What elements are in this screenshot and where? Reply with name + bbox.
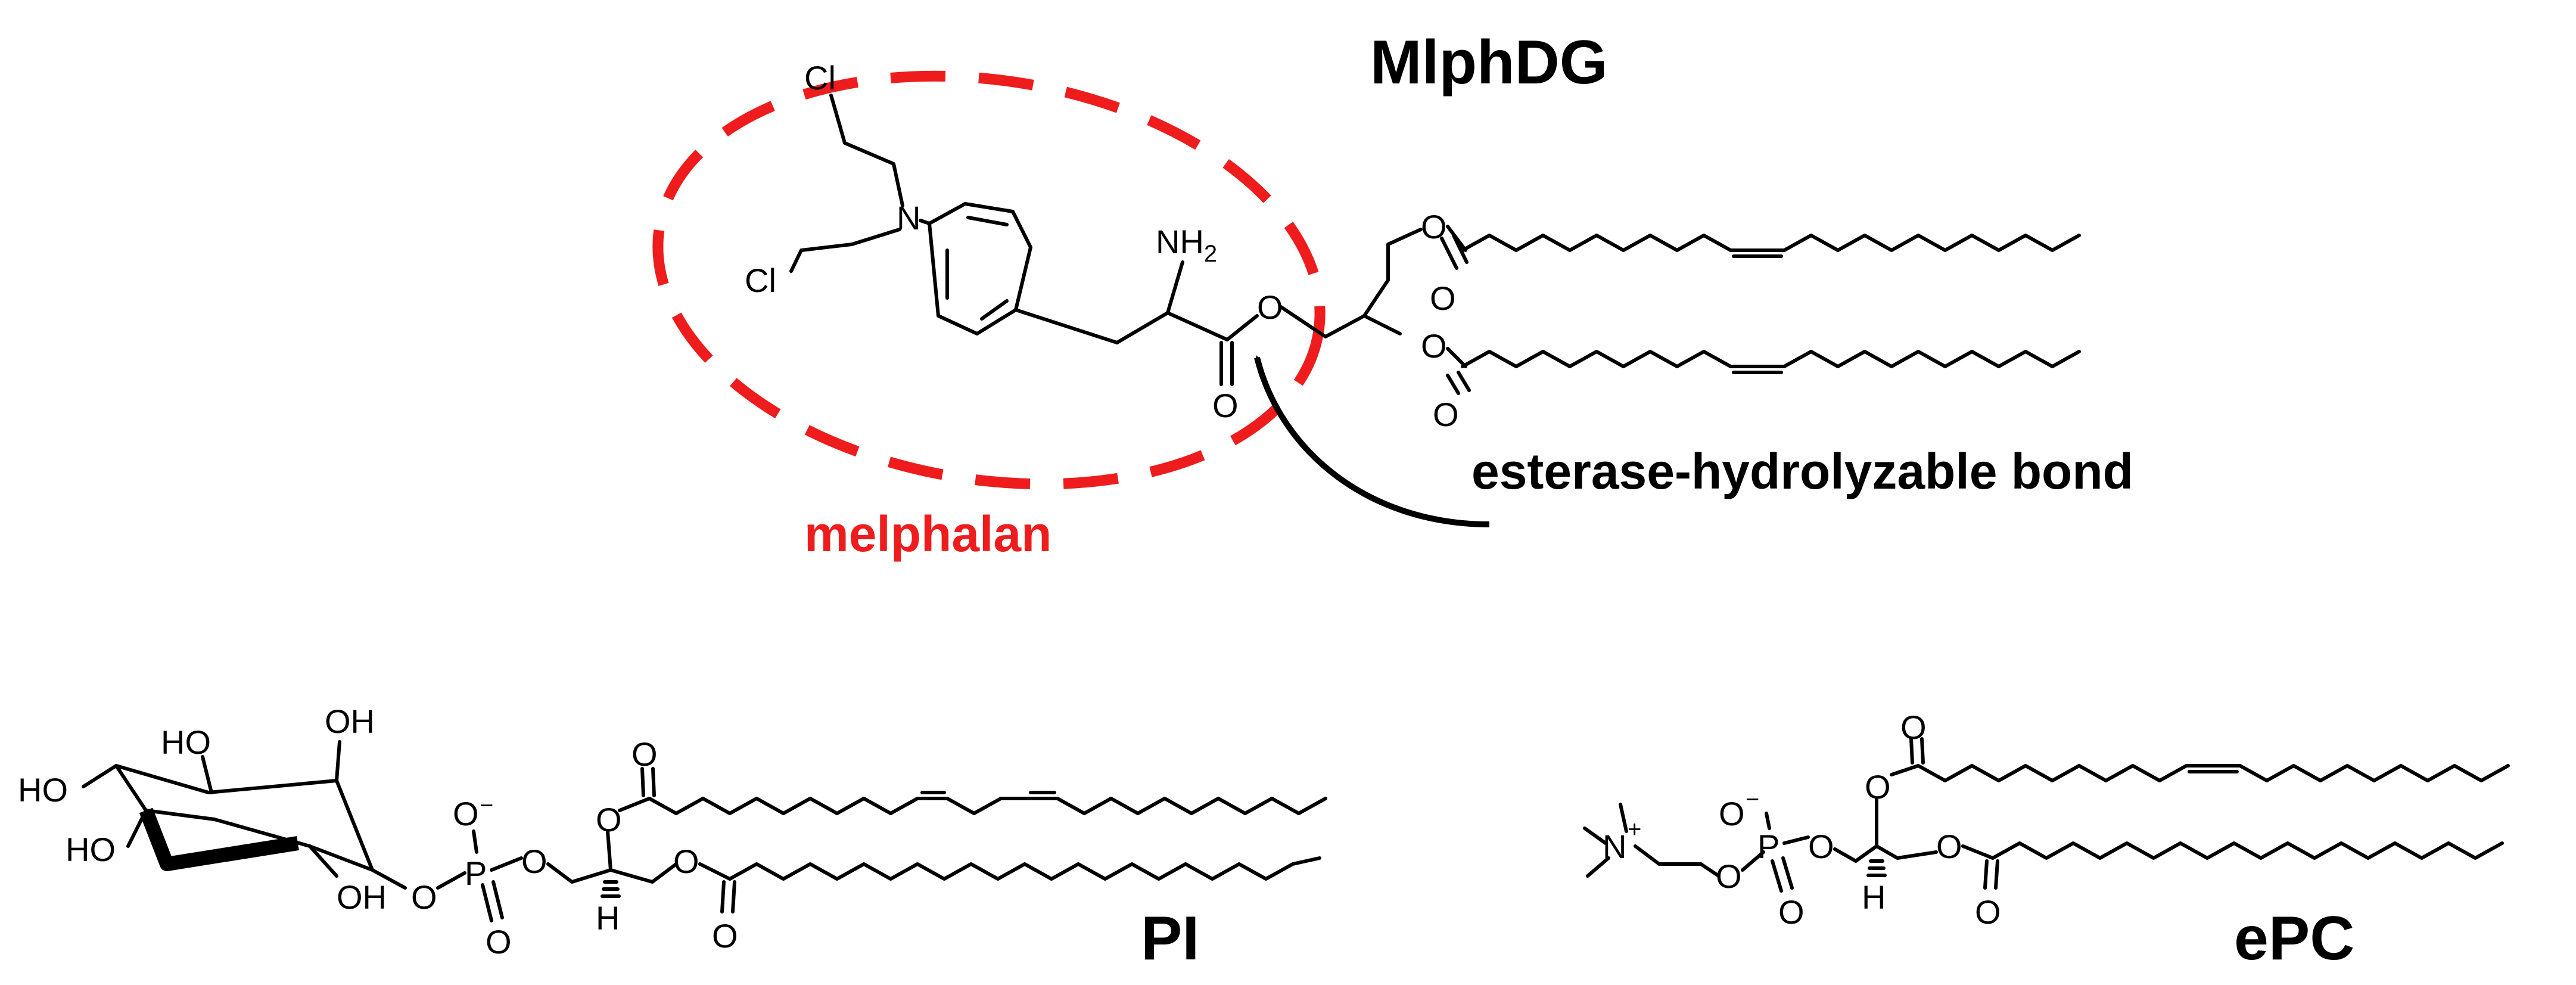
pi-glycerol-h-hash bbox=[601, 880, 621, 898]
pi-o-p-bond bbox=[436, 871, 466, 890]
pi-sn2-carbonyl-bond bbox=[618, 767, 656, 812]
epc-minus-charge: − bbox=[1746, 787, 1759, 813]
pi-oh-low-label: OH bbox=[337, 878, 387, 916]
pi-glycerol-up-bond bbox=[606, 829, 612, 872]
alpha-carbon-wedge bbox=[1166, 260, 1184, 315]
chloroethyl-upper-bond bbox=[829, 94, 904, 207]
pi-minus-charge: − bbox=[480, 793, 493, 819]
carbonyl-o-label: O bbox=[1212, 387, 1239, 424]
inositol-ring bbox=[114, 764, 374, 872]
epc-glycerol-backbone bbox=[1833, 844, 1938, 863]
nh2-label: NH2 bbox=[1156, 223, 1217, 267]
pi-sn1-carbonyl-o-label: O bbox=[712, 917, 738, 955]
epc-sn1-o-label: O bbox=[1936, 828, 1962, 865]
pi-link-o-label: O bbox=[411, 878, 437, 916]
inositol-substituent-bonds bbox=[82, 740, 407, 890]
epc-p-dbl-o-label: O bbox=[1778, 893, 1805, 931]
pi-sn2-carbonyl-o-label: O bbox=[631, 735, 658, 773]
melphalan-label: melphalan bbox=[804, 506, 1051, 562]
pi-ho-low-label: HO bbox=[66, 831, 116, 868]
pi-p-ominus-bond bbox=[472, 829, 478, 854]
epc-oleoyl-chain bbox=[1917, 764, 2510, 782]
pi-oh-top-label: OH bbox=[325, 703, 375, 740]
pi-p-o-right-bond bbox=[490, 856, 523, 872]
epc-sn2-carbonyl-o-label: O bbox=[1900, 709, 1927, 746]
carbonyl-double-bond bbox=[1219, 341, 1234, 386]
pi-sn1-carbonyl-bond bbox=[698, 862, 736, 913]
pi-p-right-o-label: O bbox=[521, 843, 547, 880]
epc-title: ePC bbox=[2234, 904, 2354, 973]
chloroethyl-lower-bond bbox=[789, 228, 901, 273]
pi-title: PI bbox=[1141, 904, 1199, 973]
epc-n-label: N bbox=[1603, 828, 1626, 865]
pi-palmitoyl-chain bbox=[728, 856, 1321, 881]
epc-palmitoyl-chain bbox=[1991, 841, 2504, 860]
epc-structure: N + O P O − O O H O O O O ePC bbox=[1583, 709, 2510, 973]
pi-ho-left-label: HO bbox=[18, 771, 68, 809]
alanine-backbone bbox=[1014, 308, 1229, 344]
pi-ho-top-label: HO bbox=[161, 723, 211, 761]
epc-glycerol-h-hash bbox=[1866, 859, 1887, 877]
epc-p-right-o-label: O bbox=[1808, 828, 1834, 865]
epc-methyl-bonds bbox=[1583, 803, 1628, 878]
pi-sn2-o-label: O bbox=[596, 801, 622, 838]
n-label: N bbox=[897, 199, 920, 237]
chain2-carbonyl-bond bbox=[1446, 347, 1471, 395]
oleoyl-chain-1 bbox=[1461, 234, 2081, 252]
epc-p-label: P bbox=[1757, 828, 1779, 865]
epc-plus-charge: + bbox=[1628, 816, 1641, 843]
esterase-label: esterase-hydrolyzable bond bbox=[1471, 443, 2133, 499]
oleoyl-chain-2 bbox=[1461, 350, 2081, 368]
epc-sn1-carbonyl-o-label: O bbox=[1975, 893, 2001, 931]
mlphdg-structure: MlphDG melphalan Cl Cl N NH2 O O O O O bbox=[652, 28, 2133, 562]
chain1-carbonyl-o-label: O bbox=[1430, 279, 1456, 317]
pi-p-dbl-bond bbox=[481, 880, 504, 922]
pi-linoleoyl-chain bbox=[648, 797, 1327, 815]
epc-p-ominus-bond bbox=[1765, 812, 1771, 830]
inositol-ring-front-bond bbox=[139, 807, 299, 871]
chain2-carbonyl-o-label: O bbox=[1433, 396, 1459, 433]
melphalan-highlight-ellipse bbox=[652, 70, 1326, 490]
pi-p-dbl-o-label: O bbox=[486, 923, 512, 961]
benzene-ring bbox=[928, 202, 1032, 335]
n-ring-bond bbox=[919, 219, 931, 225]
epc-o-minus-label: O bbox=[1719, 795, 1745, 832]
benzene-inner-bonds bbox=[945, 216, 1009, 321]
pi-h-label: H bbox=[596, 899, 620, 937]
esterase-arrow bbox=[1254, 355, 1490, 527]
epc-sn2-carbonyl-bond bbox=[1890, 737, 1925, 776]
epc-sn1-carbonyl-bond bbox=[1961, 844, 1999, 890]
epc-sn2-o-label: O bbox=[1865, 768, 1891, 806]
mlphdg-title: MlphDG bbox=[1370, 28, 1608, 97]
cl-bottom-label: Cl bbox=[745, 262, 776, 299]
chain2-o-label: O bbox=[1421, 327, 1447, 365]
pi-sn1-o-label: O bbox=[673, 843, 699, 880]
epc-o-p-bond bbox=[1741, 850, 1765, 872]
epc-p-o-right-bond bbox=[1782, 835, 1810, 845]
cl-top-label: Cl bbox=[804, 59, 836, 97]
ester-o-label: O bbox=[1257, 288, 1283, 326]
ester-o-bond bbox=[1225, 314, 1259, 341]
epc-choline-bond bbox=[1634, 844, 1721, 878]
pi-o-minus-label: O bbox=[453, 795, 479, 832]
epc-h-label: H bbox=[1862, 878, 1886, 916]
glycerol-backbone bbox=[1279, 228, 1423, 338]
glycerol-wedge bbox=[1362, 314, 1402, 335]
epc-p-dbl-bond bbox=[1771, 856, 1794, 893]
epc-link-o-label: O bbox=[1716, 857, 1742, 895]
chain1-carbonyl-bond bbox=[1440, 225, 1469, 270]
pi-structure: OH HO HO HO OH O P O − O O H O O O O PI bbox=[18, 703, 1327, 973]
